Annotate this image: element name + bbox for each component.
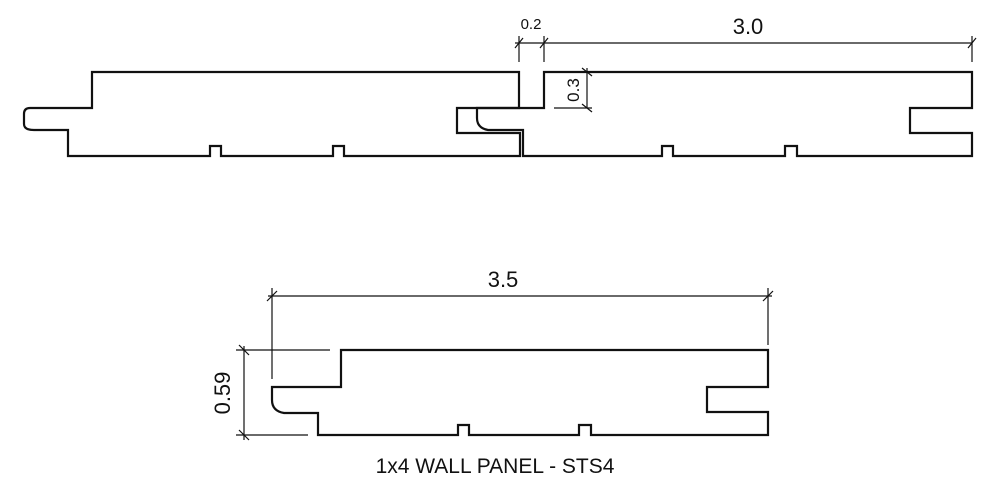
exposed-face-dimension-label: 3.0 [733,14,764,39]
single-panel-profile [270,348,770,437]
left-panel-profile [22,70,522,158]
gap-dimension [514,36,977,62]
groove-depth-dimension [554,67,593,113]
thickness-dimension [236,344,330,441]
drawing-title: 1x4 WALL PANEL - STS4 [376,455,615,478]
overall-width-dimension-label: 3.5 [488,267,519,292]
thickness-dimension-label: 0.59 [210,372,235,415]
right-panel-profile [475,70,974,158]
groove-depth-dimension-label: 0.3 [564,78,583,102]
gap-dimension-label: 0.2 [521,16,542,33]
overall-width-dimension [266,288,774,379]
